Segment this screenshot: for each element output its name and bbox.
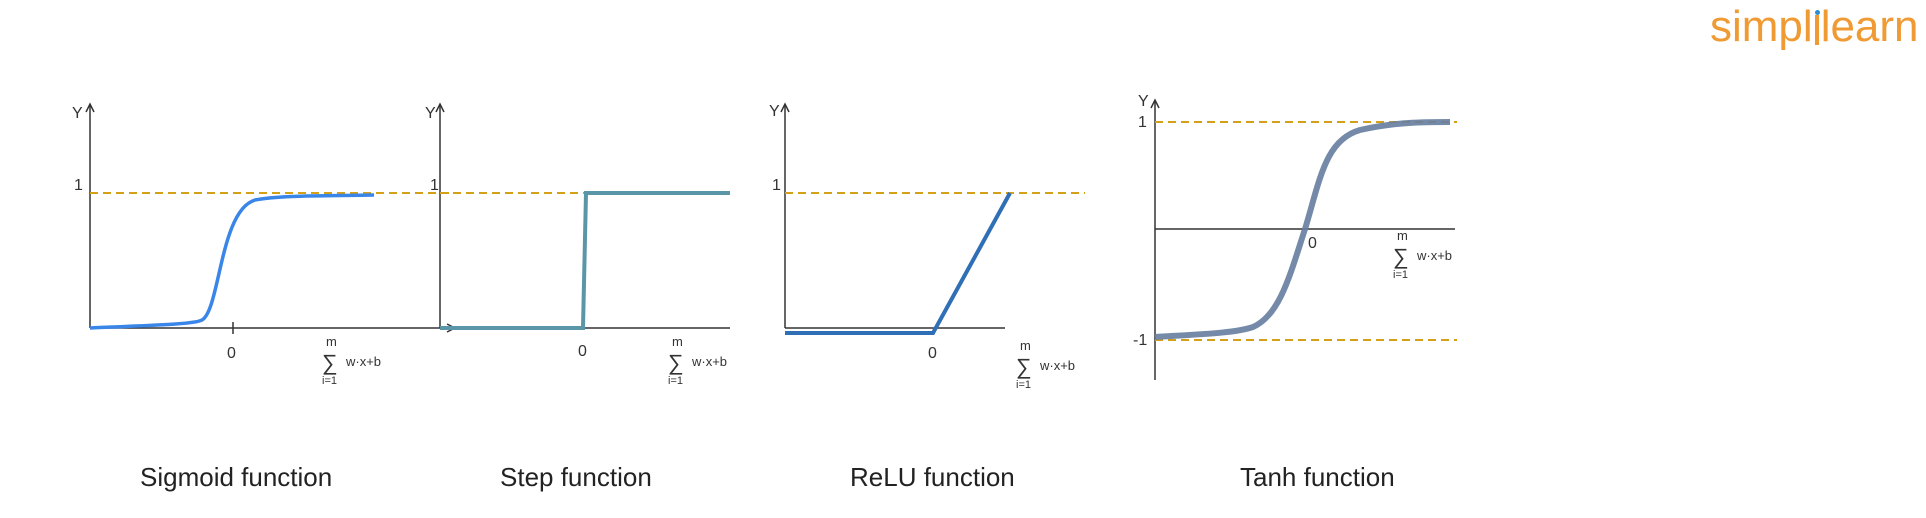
svg-text:i=1: i=1: [1393, 269, 1408, 281]
summation-label: m ∑ i=1 w·x+b: [322, 334, 381, 387]
summation-label: m ∑ i=1 w·x+b: [1393, 228, 1452, 281]
tanh-title: Tanh function: [1240, 462, 1395, 492]
logo-text-simpl: simpl: [1710, 2, 1813, 51]
step-plot: Y 1 0 m ∑ i=1 w·x+b: [425, 102, 730, 387]
svg-text:m: m: [1020, 338, 1031, 353]
origin-label: 0: [227, 345, 236, 362]
logo-i-dot: [1814, 10, 1820, 15]
y-tick-1: 1: [430, 177, 439, 194]
svg-text:i=1: i=1: [668, 375, 683, 387]
relu-plot: Y 1 0 m ∑ i=1 w·x+b: [769, 102, 1085, 391]
svg-text:w·x+b: w·x+b: [345, 354, 381, 369]
sigmoid-curve: [89, 193, 375, 330]
svg-text:∑: ∑: [1393, 244, 1409, 269]
y-tick-1: 1: [74, 177, 83, 194]
relu-curve: [785, 192, 1012, 335]
step-curve: [440, 191, 730, 330]
svg-text:w·x+b: w·x+b: [1039, 358, 1075, 373]
y-axis-arrow: [85, 102, 95, 113]
y-axis-label: Y: [769, 103, 780, 120]
origin-label: 0: [928, 345, 937, 362]
y-axis-label: Y: [1138, 93, 1149, 110]
tanh-panel: Y 1 -1 0 m ∑ i=1 w·x+b Tanh function: [1133, 93, 1625, 518]
svg-text:∑: ∑: [668, 350, 684, 375]
y-tick-neg1: -1: [1133, 332, 1147, 349]
y-axis-label: Y: [72, 105, 83, 122]
relu-title: ReLU function: [850, 462, 1015, 492]
y-axis-arrow: [435, 102, 445, 113]
svg-text:i=1: i=1: [1016, 379, 1031, 391]
step-panel: Y 1 0 m ∑ i=1 w·x+b Step function: [425, 100, 850, 518]
logo-text-learn: learn: [1820, 2, 1919, 51]
origin-label: 0: [1308, 235, 1317, 252]
sigmoid-title: Sigmoid function: [140, 462, 333, 492]
svg-text:∑: ∑: [322, 350, 338, 375]
sigmoid-plot: Y 1 0 m ∑ i=1 w·x+b: [72, 102, 457, 387]
svg-text:w·x+b: w·x+b: [691, 354, 727, 369]
summation-label: m ∑ i=1 w·x+b: [1016, 338, 1075, 391]
svg-text:m: m: [1397, 228, 1408, 243]
svg-text:w·x+b: w·x+b: [1416, 248, 1452, 263]
y-tick-1: 1: [1138, 114, 1147, 131]
relu-panel: Y 1 0 m ∑ i=1 w·x+b ReLU function: [769, 100, 1195, 518]
y-axis-arrow: [780, 102, 790, 113]
origin-label: 0: [578, 343, 587, 360]
tanh-plot: Y 1 -1 0 m ∑ i=1 w·x+b: [1133, 93, 1457, 380]
svg-text:∑: ∑: [1016, 354, 1032, 379]
sigmoid-panel: Y 1 0 m ∑ i=1 w·x+b Sigmoid function: [72, 100, 500, 518]
y-tick-1: 1: [772, 177, 781, 194]
summation-label: m ∑ i=1 w·x+b: [668, 334, 727, 387]
step-title: Step function: [500, 462, 652, 492]
logo-i-bar: [1814, 15, 1819, 45]
y-axis-label: Y: [425, 105, 436, 122]
svg-text:m: m: [326, 334, 337, 349]
y-axis-arrow: [1150, 98, 1160, 109]
tanh-curve: [1154, 119, 1451, 340]
svg-text:i=1: i=1: [322, 375, 337, 387]
svg-text:m: m: [672, 334, 683, 349]
